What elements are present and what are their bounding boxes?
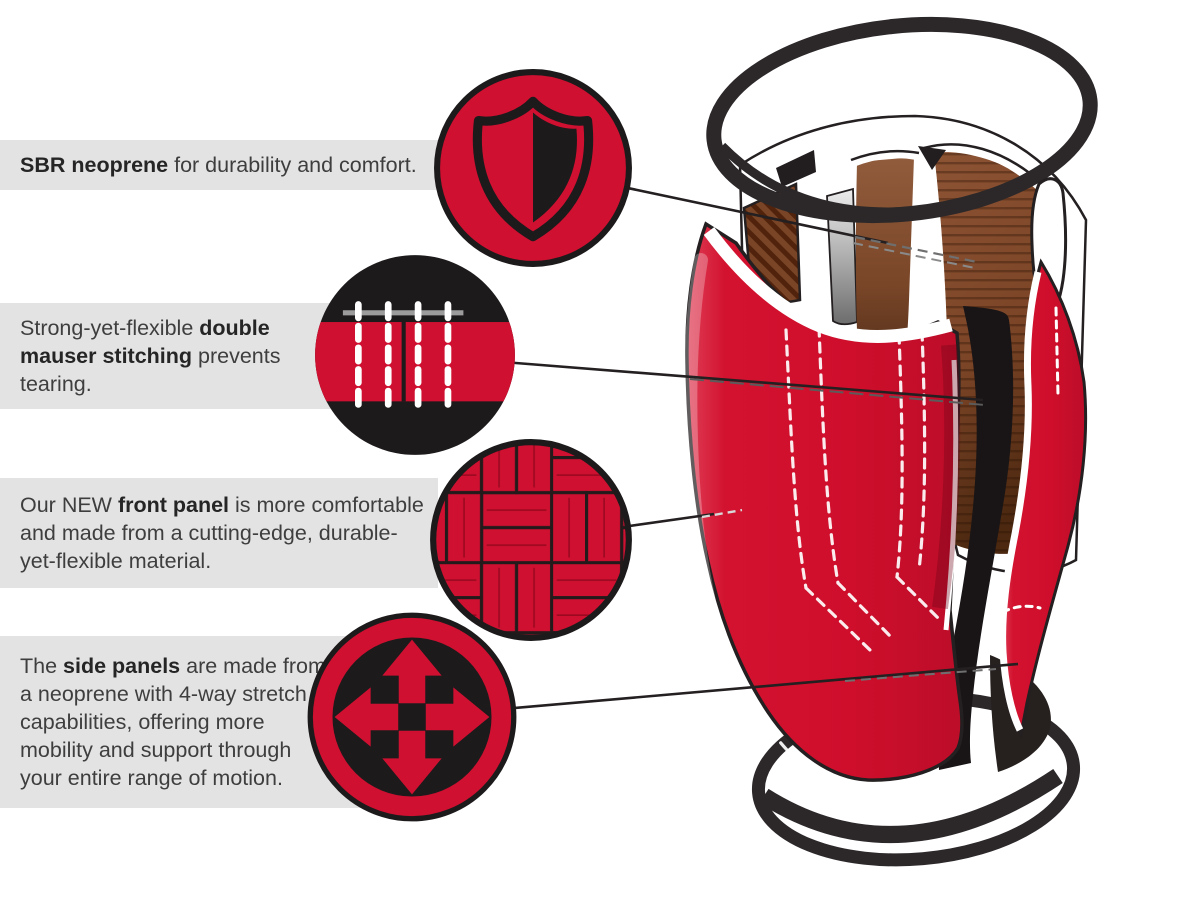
callout-text-sbr-neoprene: SBR neoprene for durability and comfort. bbox=[20, 153, 417, 177]
callout-bar-sbr-neoprene: SBR neoprene for durability and comfort. bbox=[0, 140, 438, 190]
stitching-icon bbox=[312, 252, 518, 458]
shield-icon bbox=[432, 67, 634, 269]
stitching-icon-graphic bbox=[315, 255, 515, 455]
four-way-stretch-icon-graphic bbox=[307, 612, 517, 822]
callout-text-front-panel: Our NEW front panel is more comfortable … bbox=[20, 493, 424, 573]
weave-icon bbox=[428, 437, 634, 643]
front-panel-stitching bbox=[746, 325, 940, 755]
callout-text-side-panels: The side panels are made from a neoprene… bbox=[20, 654, 326, 790]
weave-icon-graphic bbox=[430, 439, 632, 641]
top-hoop bbox=[706, 16, 1098, 224]
cutaway-gap bbox=[938, 306, 1014, 770]
shield-icon-graphic bbox=[434, 69, 632, 267]
four-way-stretch-icon bbox=[306, 611, 518, 823]
callout-bar-front-panel: Our NEW front panel is more comfortable … bbox=[0, 478, 438, 588]
front-panel bbox=[683, 221, 964, 782]
callout-text-mauser-stitching: Strong-yet-flexible double mauser stitch… bbox=[20, 316, 281, 396]
